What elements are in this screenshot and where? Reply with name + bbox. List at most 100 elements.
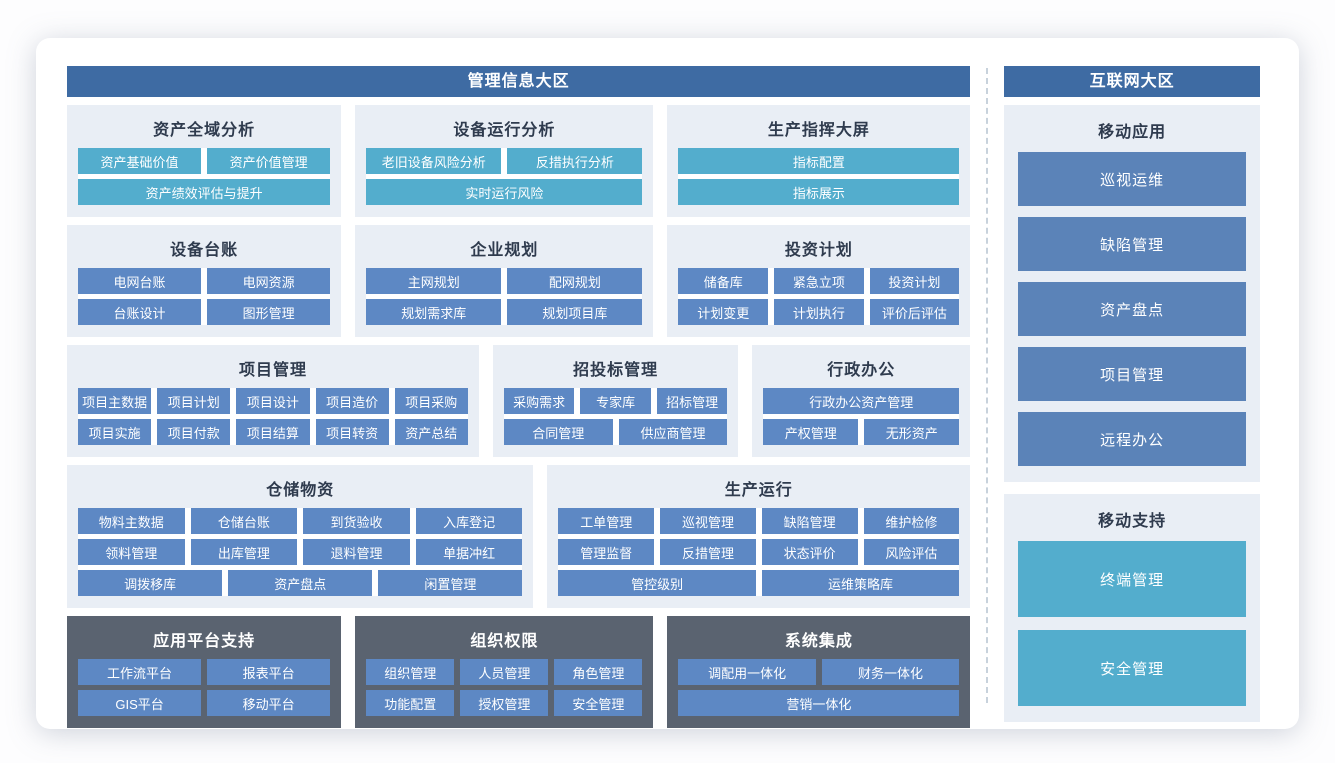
module-button[interactable]: 项目造价 [315,388,389,414]
module-button[interactable]: 指标配置 [678,148,960,174]
module-button[interactable]: 反措执行分析 [507,148,643,174]
module-button[interactable]: 资产总结 [394,419,468,445]
module-button[interactable]: 电网资源 [207,268,331,294]
module-button[interactable]: 退料管理 [303,539,410,565]
module-button[interactable]: 紧急立项 [774,268,864,294]
module-button[interactable]: 组织管理 [366,659,455,685]
module-button[interactable]: 状态评价 [761,539,858,565]
module-button[interactable]: 台账设计 [78,299,202,325]
module-button-grid: 组织管理人员管理角色管理功能配置授权管理安全管理 [366,659,643,716]
module-button[interactable]: 角色管理 [554,659,643,685]
module-button[interactable]: 远程办公 [1018,412,1246,466]
module-button[interactable]: GIS平台 [78,690,202,716]
module-button[interactable]: 项目采购 [394,388,468,414]
module-button-grid: 储备库紧急立项投资计划计划变更计划执行评价后评估 [678,268,960,325]
module-button-row: 终端管理 [1018,541,1246,617]
module-button-row: 领料管理出库管理退料管理单据冲红 [78,539,523,565]
module-button-row: 管理监督反措管理状态评价风险评估 [558,539,960,565]
module-button-row: 工作流平台报表平台 [78,659,331,685]
module-button[interactable]: 巡视管理 [660,508,756,534]
module-button[interactable]: 计划变更 [678,299,769,325]
module-button[interactable]: 调拨移库 [78,570,223,596]
module-button[interactable]: 项目主数据 [78,388,152,414]
module-button[interactable]: 配网规划 [507,268,643,294]
module-button-row: 主网规划配网规划 [366,268,643,294]
module-button-row: 调拨移库资产盘点闲置管理 [78,570,523,596]
module-button[interactable]: 项目付款 [157,419,231,445]
module-button[interactable]: 到货验收 [303,508,410,534]
module-button[interactable]: 行政办公资产管理 [763,388,960,414]
module-button[interactable]: 维护检修 [863,508,960,534]
module-button[interactable]: 财务一体化 [821,659,960,685]
module-button[interactable]: 功能配置 [366,690,455,716]
module-button[interactable]: 评价后评估 [869,299,960,325]
module-button[interactable]: 投资计划 [869,268,960,294]
module-button[interactable]: 授权管理 [460,690,549,716]
module-button[interactable]: 专家库 [580,388,651,414]
module-button[interactable]: 资产价值管理 [207,148,331,174]
module-button[interactable]: 招标管理 [656,388,728,414]
module-button[interactable]: 项目结算 [236,419,310,445]
module-button[interactable]: 巡视运维 [1018,152,1246,206]
module-button[interactable]: 规划需求库 [366,299,502,325]
module-button[interactable]: 指标展示 [678,179,960,205]
module-button[interactable]: 项目转资 [315,419,389,445]
module-button[interactable]: 采购需求 [503,388,575,414]
module-button[interactable]: 终端管理 [1018,541,1246,617]
module-button-row: 营销一体化 [678,690,960,716]
module-button[interactable]: 实时运行风险 [366,179,643,205]
group-title-enterprise-planning: 企业规划 [470,242,539,259]
module-button[interactable]: 入库登记 [415,508,523,534]
module-button-grid: 行政办公资产管理产权管理无形资产 [763,388,960,445]
module-button[interactable]: 资产盘点 [228,570,373,596]
module-button[interactable]: 仓储台账 [190,508,298,534]
module-button[interactable]: 管理监督 [558,539,655,565]
module-button[interactable]: 资产盘点 [1018,282,1246,336]
module-button[interactable]: 风险评估 [863,539,960,565]
module-button[interactable]: 项目管理 [1018,347,1246,401]
module-button[interactable]: 人员管理 [460,659,549,685]
module-button[interactable]: 闲置管理 [378,570,523,596]
module-button[interactable]: 反措管理 [660,539,756,565]
module-button[interactable]: 移动平台 [207,690,331,716]
module-button[interactable]: 项目实施 [78,419,152,445]
module-button[interactable]: 产权管理 [763,419,859,445]
module-button[interactable]: 合同管理 [503,419,613,445]
module-button[interactable]: 报表平台 [207,659,331,685]
module-button[interactable]: 管控级别 [558,570,756,596]
module-button[interactable]: 调配用一体化 [678,659,816,685]
group-bidding-management: 招投标管理采购需求专家库招标管理合同管理供应商管理 [492,345,739,457]
module-button-row: 管控级别运维策略库 [558,570,960,596]
module-button[interactable]: 出库管理 [190,539,298,565]
module-button[interactable]: 物料主数据 [78,508,185,534]
module-button[interactable]: 项目计划 [157,388,231,414]
module-button[interactable]: 安全管理 [1018,630,1246,706]
module-button[interactable]: 储备库 [678,268,769,294]
module-button[interactable]: 单据冲红 [415,539,523,565]
module-button[interactable]: 主网规划 [366,268,502,294]
group-mobile-apps: 移动应用巡视运维缺陷管理资产盘点项目管理远程办公 [1004,105,1260,482]
module-button[interactable]: 供应商管理 [618,419,728,445]
module-button[interactable]: 资产基础价值 [78,148,202,174]
module-button[interactable]: 图形管理 [207,299,331,325]
module-button-grid: 巡视运维缺陷管理资产盘点项目管理远程办公 [1018,152,1246,466]
module-button[interactable]: 老旧设备风险分析 [366,148,502,174]
module-button[interactable]: 计划执行 [774,299,864,325]
module-button[interactable]: 工单管理 [558,508,655,534]
module-button[interactable]: 缺陷管理 [1018,217,1246,271]
module-button[interactable]: 资产绩效评估与提升 [78,179,331,205]
group-row: 设备台账电网台账电网资源台账设计图形管理企业规划主网规划配网规划规划需求库规划项… [67,225,971,337]
module-button[interactable]: 电网台账 [78,268,202,294]
module-button[interactable]: 工作流平台 [78,659,202,685]
module-button[interactable]: 营销一体化 [678,690,960,716]
module-button-row: 调配用一体化财务一体化 [678,659,960,685]
module-button[interactable]: 项目设计 [236,388,310,414]
module-button[interactable]: 安全管理 [554,690,643,716]
module-button[interactable]: 无形资产 [864,419,960,445]
module-button[interactable]: 领料管理 [78,539,185,565]
module-button[interactable]: 缺陷管理 [761,508,858,534]
module-button[interactable]: 运维策略库 [761,570,960,596]
zone-divider-dashed-line [986,68,989,703]
module-button[interactable]: 规划项目库 [507,299,643,325]
